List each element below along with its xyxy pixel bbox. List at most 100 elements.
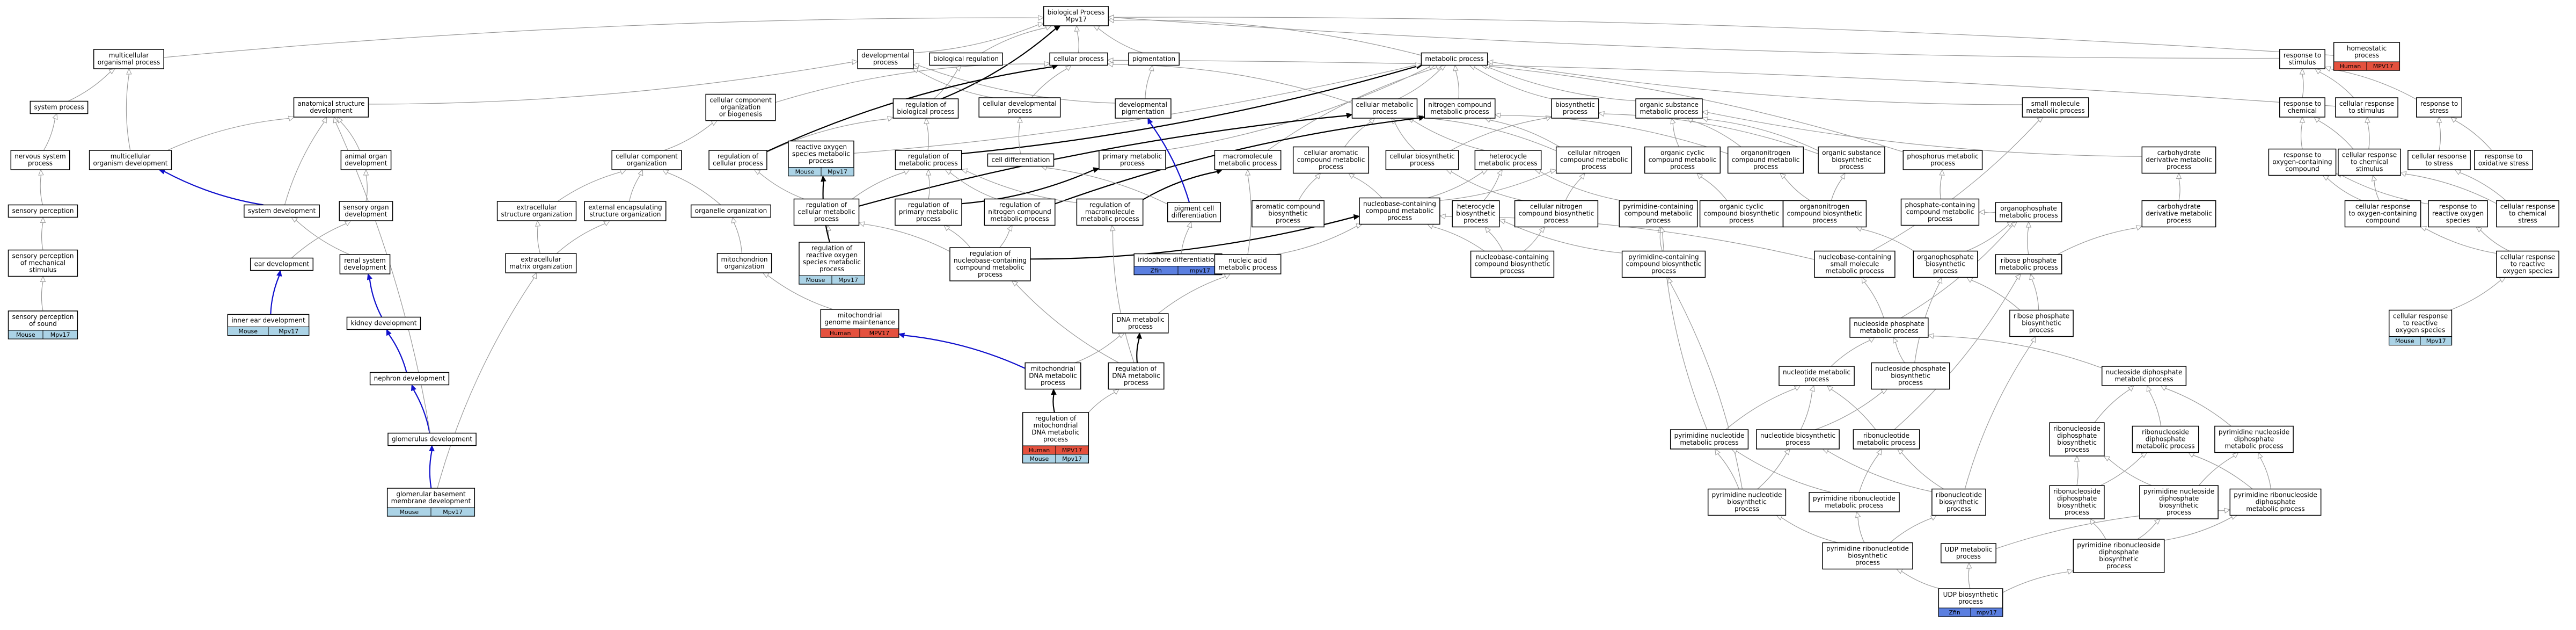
go-term-nephron[interactable]: nephron development [369,372,450,386]
go-term-pyrnucdipbio[interactable]: pyrimidine nucleosidediphosphatebiosynth… [2139,485,2219,519]
go-term-glomdev[interactable]: glomerulus development [387,432,477,446]
go-term-syspr[interactable]: system process [30,100,89,114]
go-term-ribonucdip[interactable]: ribonucleosidediphosphatebiosyntheticpro… [2049,422,2105,457]
go-term-ribonucdipbio[interactable]: ribonucleosidediphosphatebiosyntheticpro… [2049,485,2105,519]
go-term-pigm[interactable]: pigmentation [1128,52,1180,66]
go-term-regnucb[interactable]: regulation ofnucleobase-containingcompou… [949,247,1031,281]
go-term-organelle[interactable]: organelle organization [690,204,771,218]
go-term-bioreg[interactable]: biological regulation [929,52,1003,66]
go-term-kidney[interactable]: kidney development [346,316,421,330]
go-term-sysdev[interactable]: system development [244,204,320,218]
go-term-eardev[interactable]: ear development [250,257,314,271]
go-term-pyrribonucdip[interactable]: pyrimidine ribonucleosidediphosphatemeta… [2229,488,2322,516]
go-term-sensperc[interactable]: sensory perception [8,204,78,218]
